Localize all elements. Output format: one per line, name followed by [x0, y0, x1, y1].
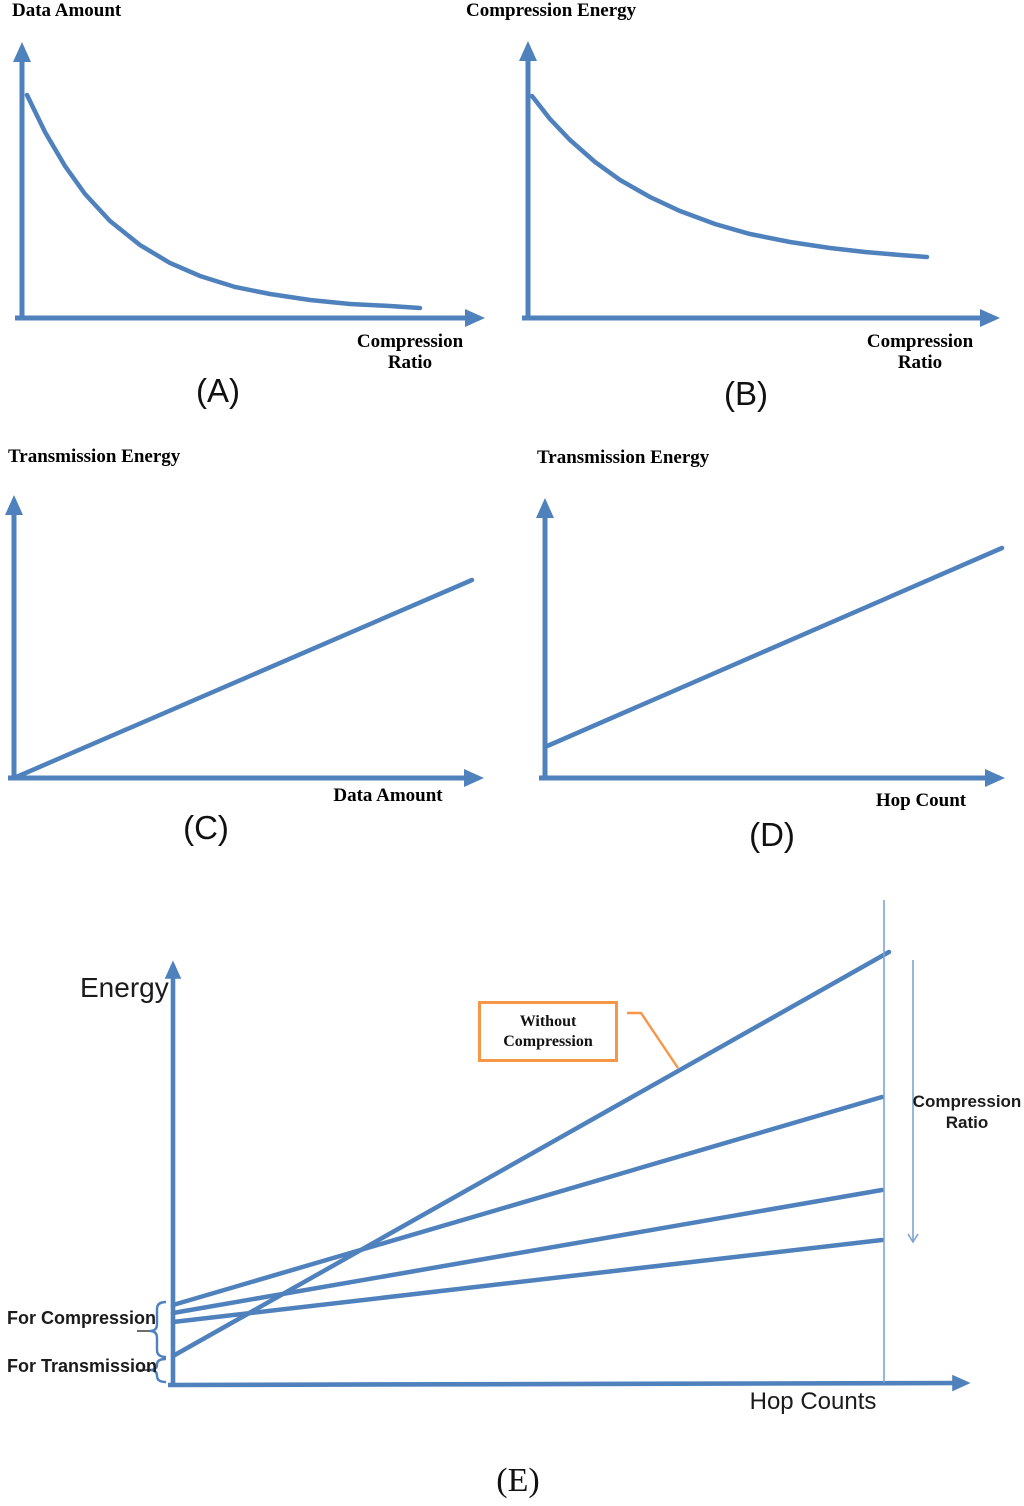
chart-e-series-compressed_ratio_high — [170, 1237, 885, 1325]
chart-e-series-compressed_ratio_mid — [170, 1187, 885, 1316]
for-compression-label: For Compression — [7, 1308, 157, 1328]
chart-d-x-axis-label: Hop Count — [875, 790, 967, 811]
chart-c-caption: (C) — [183, 809, 229, 846]
chart-b-series-compression_energy_curve — [529, 93, 930, 260]
chart-d-y-axis-label: Transmission Energy — [537, 447, 710, 468]
chart-a-x-axis-label-line1: Compression — [356, 331, 464, 352]
compression-ratio-arrow-label-line1: Compression — [912, 1092, 1022, 1111]
chart-b-caption: (B) — [724, 375, 768, 412]
compression-ratio-arrow-label: Compression Ratio — [903, 1091, 1024, 1133]
chart-e-x-axis — [167, 1374, 971, 1392]
chart-a-series-data_amount_curve — [24, 92, 423, 311]
chart-e-series-compressed_ratio_low — [170, 1094, 885, 1308]
chart-e-x-axis-label: Hop Counts — [749, 1388, 877, 1415]
chart-b-y-axis-label: Compression Energy — [466, 0, 637, 21]
chart-c-x-axis-label: Data Amount — [333, 785, 443, 806]
chart-b-x-axis-label: Compression Ratio — [845, 331, 995, 373]
chart-e-caption: (E) — [496, 1462, 540, 1499]
without-compression-callout-line2: Compression — [503, 1032, 593, 1050]
callout-connector-line — [627, 1011, 679, 1069]
compression-ratio-arrow-label-line2: Ratio — [945, 1113, 989, 1132]
without-compression-callout-line1: Without — [519, 1012, 577, 1030]
chart-e-y-axis-label: Energy — [80, 972, 169, 1003]
chart-e-series-without_compression — [170, 949, 892, 1359]
chart-a-caption: (A) — [196, 372, 240, 409]
for-transmission-label: For Transmission — [7, 1356, 158, 1376]
chart-a-x-axis-label-line2: Ratio — [387, 352, 433, 373]
chart-b-x-axis-label-line2: Ratio — [897, 352, 943, 373]
chart-a-x-axis-label: Compression Ratio — [330, 331, 490, 373]
chart-d-caption: (D) — [749, 816, 795, 853]
chart-d-series-transmission_energy_line — [542, 545, 1005, 750]
chart-c-series-transmission_energy_line — [11, 577, 475, 781]
without-compression-callout: Without Compression — [478, 1001, 618, 1062]
chart-a-y-axis-label: Data Amount — [12, 0, 122, 21]
chart-c-y-axis-label: Transmission Energy — [8, 446, 181, 467]
chart-b-x-axis-label-line1: Compression — [866, 331, 974, 352]
